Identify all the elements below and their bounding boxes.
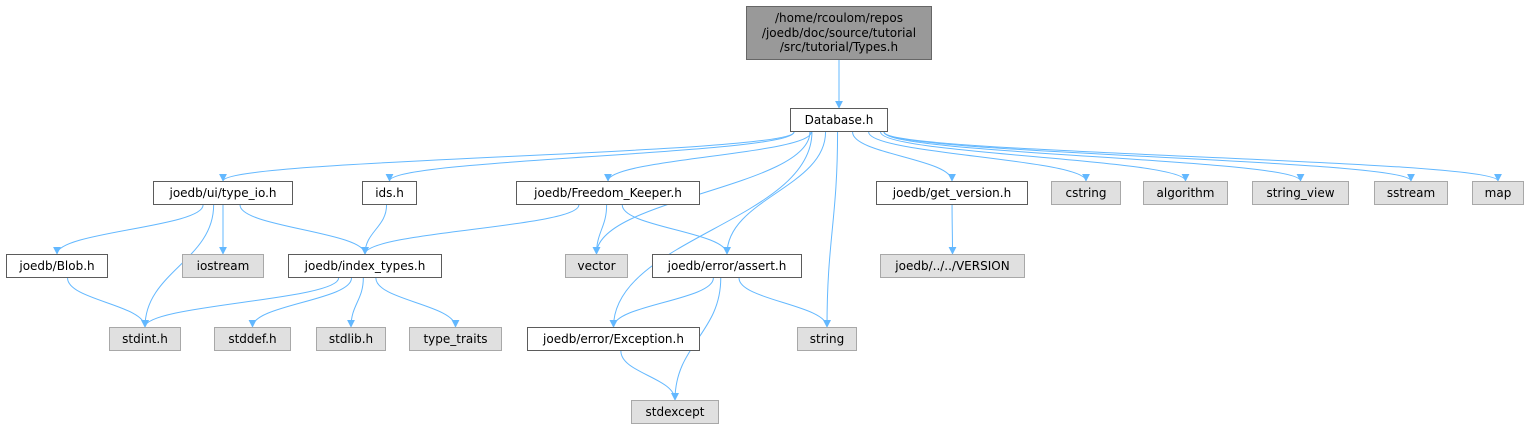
edge-database-to-sstream <box>883 131 1415 182</box>
node-types-h[interactable]: /home/rcoulom/repos /joedb/doc/source/tu… <box>746 6 932 60</box>
edge-database-to-ids <box>385 131 795 182</box>
node-freedom-keeper-h[interactable]: joedb/Freedom_Keeper.h <box>516 181 700 205</box>
edge-index_types-to-type_traits <box>375 277 460 328</box>
edge-database-to-assert <box>723 131 827 255</box>
node-blob-h[interactable]: joedb/Blob.h <box>6 254 108 278</box>
edge-freedom_keeper-to-index_types <box>361 204 580 255</box>
node-cstring[interactable]: cstring <box>1051 181 1121 205</box>
node-stdexcept[interactable]: stdexcept <box>631 400 719 424</box>
node-exception-h[interactable]: joedb/error/Exception.h <box>527 327 700 351</box>
edge-type_io-to-index_types <box>239 204 369 255</box>
node-version[interactable]: joedb/../../VERSION <box>880 254 1025 278</box>
node-stddef-h[interactable]: stddef.h <box>214 327 291 351</box>
node-database-h[interactable]: Database.h <box>790 108 888 132</box>
edge-type_io-to-stdint <box>141 204 215 328</box>
edge-ids-to-index_types <box>361 204 388 255</box>
edge-database-to-freedom_keeper <box>604 131 812 182</box>
edge-exception-to-stdexcept <box>620 350 679 401</box>
edge-database-to-string_view <box>883 131 1305 182</box>
edge-database-to-type_io <box>219 131 795 182</box>
node-sstream[interactable]: sstream <box>1374 181 1448 205</box>
edge-database-to-algorithm <box>880 131 1190 182</box>
node-ids-h[interactable]: ids.h <box>362 181 417 205</box>
edge-freedom_keeper-to-assert <box>621 204 731 255</box>
node-string-view[interactable]: string_view <box>1252 181 1349 205</box>
node-get-version-h[interactable]: joedb/get_version.h <box>876 181 1028 205</box>
node-vector[interactable]: vector <box>565 254 628 278</box>
node-string[interactable]: string <box>797 327 857 351</box>
edge-database-to-string <box>823 131 839 328</box>
node-algorithm[interactable]: algorithm <box>1143 181 1228 205</box>
node-stdint-h[interactable]: stdint.h <box>109 327 181 351</box>
edge-index_types-to-stdlib <box>347 277 364 328</box>
edge-database-to-cstring <box>868 131 1090 182</box>
node-type-traits[interactable]: type_traits <box>409 327 502 351</box>
edge-database-to-exception <box>609 131 813 328</box>
node-assert-h[interactable]: joedb/error/assert.h <box>652 254 802 278</box>
edge-database-to-map <box>883 131 1502 182</box>
edge-database-to-vector <box>592 131 811 255</box>
edge-index_types-to-stdint <box>141 277 340 328</box>
edge-assert-to-string <box>738 277 831 328</box>
edge-index_types-to-stddef <box>248 277 352 328</box>
edge-database-to-get_version <box>852 131 956 182</box>
edge-type_io-to-blob <box>53 204 204 255</box>
edge-blob-to-stdint <box>67 277 149 328</box>
node-type-io-h[interactable]: joedb/ui/type_io.h <box>153 181 293 205</box>
node-map[interactable]: map <box>1472 181 1524 205</box>
node-stdlib-h[interactable]: stdlib.h <box>316 327 386 351</box>
node-iostream[interactable]: iostream <box>182 254 264 278</box>
node-index-types-h[interactable]: joedb/index_types.h <box>288 254 442 278</box>
edge-assert-to-exception <box>609 277 714 328</box>
edge-freedom_keeper-to-vector <box>592 204 608 255</box>
